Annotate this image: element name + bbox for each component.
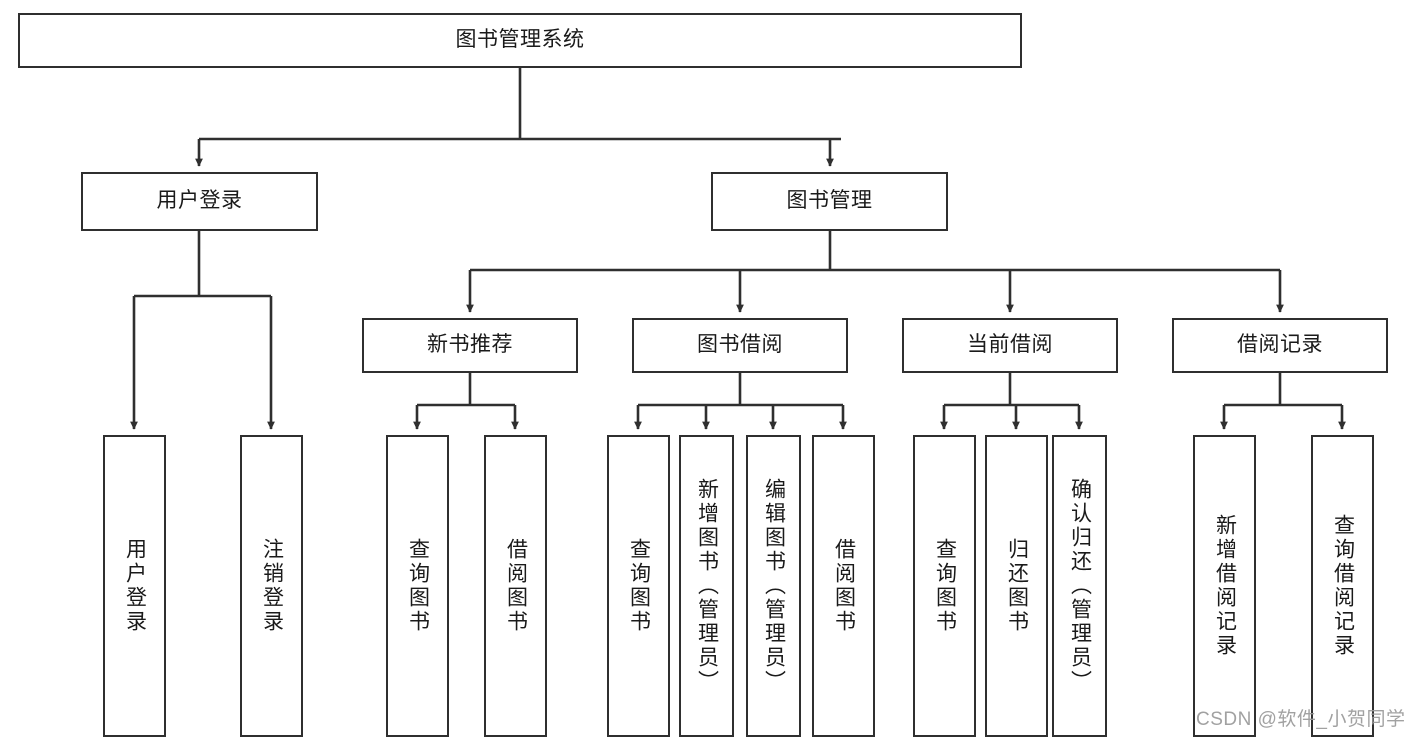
node-current-borrow[interactable]: 当前借阅 [902, 318, 1118, 373]
node-leaf-return-book-label: 归还图书 [1005, 538, 1029, 634]
node-leaf-query-book-borrow-label: 查询图书 [627, 538, 651, 634]
node-leaf-user-logout[interactable]: 注销登录 [240, 435, 303, 737]
node-leaf-query-borrow-record-label: 查询借阅记录 [1331, 514, 1355, 658]
node-leaf-query-borrow-record[interactable]: 查询借阅记录 [1311, 435, 1374, 737]
node-current-borrow-label: 当前借阅 [967, 333, 1053, 357]
node-borrow-record-label: 借阅记录 [1237, 333, 1323, 357]
node-leaf-return-book[interactable]: 归还图书 [985, 435, 1048, 737]
node-root-system[interactable]: 图书管理系统 [18, 13, 1022, 68]
node-book-management-label: 图书管理 [786, 189, 873, 213]
node-leaf-add-book-admin-label: 新增图书（管理员） [695, 478, 719, 694]
node-leaf-edit-book-admin[interactable]: 编辑图书（管理员） [746, 435, 801, 737]
node-book-management[interactable]: 图书管理 [711, 172, 948, 231]
node-borrow-record[interactable]: 借阅记录 [1172, 318, 1388, 373]
node-leaf-user-login-label: 用户登录 [123, 538, 147, 634]
node-leaf-query-book-current-label: 查询图书 [933, 538, 957, 634]
node-leaf-user-logout-label: 注销登录 [260, 538, 284, 634]
node-leaf-query-book-recommend[interactable]: 查询图书 [386, 435, 449, 737]
node-leaf-borrow-book-borrow-label: 借阅图书 [832, 538, 856, 634]
node-leaf-confirm-return-admin-label: 确认归还（管理员） [1068, 478, 1092, 694]
node-leaf-confirm-return-admin[interactable]: 确认归还（管理员） [1052, 435, 1107, 737]
node-root-system-label: 图书管理系统 [455, 28, 585, 52]
csdn-watermark: CSDN @软件_小贺同学 [1196, 709, 1405, 730]
node-leaf-add-borrow-record-label: 新增借阅记录 [1213, 514, 1237, 658]
node-leaf-query-book-current[interactable]: 查询图书 [913, 435, 976, 737]
node-user-login-label: 用户登录 [156, 189, 243, 213]
node-book-borrow[interactable]: 图书借阅 [632, 318, 848, 373]
node-user-login[interactable]: 用户登录 [81, 172, 318, 231]
node-leaf-query-book-borrow[interactable]: 查询图书 [607, 435, 670, 737]
node-new-book-recommend[interactable]: 新书推荐 [362, 318, 578, 373]
node-leaf-add-borrow-record[interactable]: 新增借阅记录 [1193, 435, 1256, 737]
node-leaf-borrow-book-recommend[interactable]: 借阅图书 [484, 435, 547, 737]
node-leaf-borrow-book-borrow[interactable]: 借阅图书 [812, 435, 875, 737]
node-book-borrow-label: 图书借阅 [697, 333, 783, 357]
node-new-book-recommend-label: 新书推荐 [427, 333, 513, 357]
node-leaf-edit-book-admin-label: 编辑图书（管理员） [762, 478, 786, 694]
node-leaf-add-book-admin[interactable]: 新增图书（管理员） [679, 435, 734, 737]
node-leaf-query-book-recommend-label: 查询图书 [406, 538, 430, 634]
node-leaf-borrow-book-recommend-label: 借阅图书 [504, 538, 528, 634]
node-leaf-user-login[interactable]: 用户登录 [103, 435, 166, 737]
